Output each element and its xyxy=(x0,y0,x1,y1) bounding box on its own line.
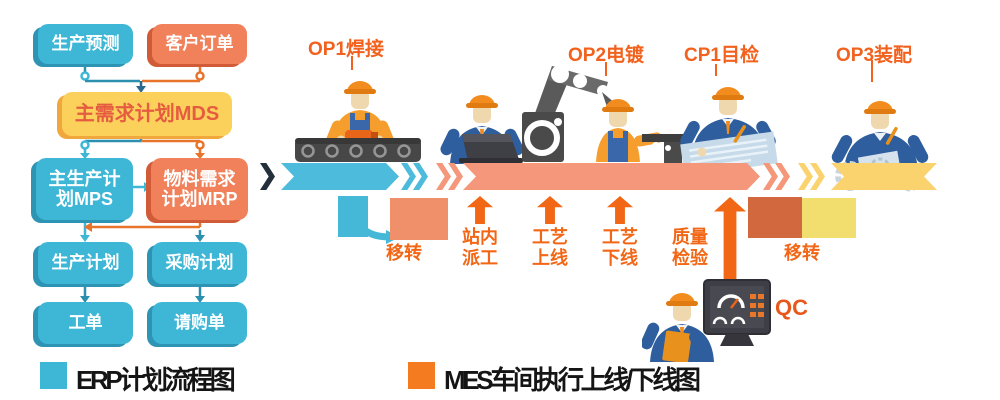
flowchart-node-mps: 主生产计划MPS xyxy=(36,158,133,220)
label-qc: QC xyxy=(775,295,808,320)
purchase-plan-label: 采购计划 xyxy=(165,253,234,272)
transfer-square-salmon xyxy=(390,198,448,240)
op1-welding-worker-illustration xyxy=(295,81,421,162)
flowchart-node-production-plan: 生产计划 xyxy=(38,242,133,284)
flowchart-node-order: 客户订单 xyxy=(152,24,247,64)
mps-label: 主生产计划MPS xyxy=(48,169,121,209)
transfer-square-yellow xyxy=(802,198,856,238)
label-process-online: 工艺上线 xyxy=(532,227,568,268)
legend-plan-swatch xyxy=(40,362,67,389)
band-execution xyxy=(463,163,760,190)
station-label-op2: OP2电镀 xyxy=(568,45,645,66)
purchase-requisition-label: 请购单 xyxy=(174,313,225,332)
legend-execution-swatch xyxy=(408,362,435,389)
flowchart-node-mds: 主需求计划MDS xyxy=(62,92,232,136)
order-label: 客户订单 xyxy=(165,34,234,53)
transfer-square-darkorange xyxy=(748,197,802,238)
flowchart-node-forecast: 生产预测 xyxy=(38,24,133,64)
dispatcher-worker-illustration xyxy=(440,95,524,164)
mrp-label: 物料需求计划MRP xyxy=(161,169,238,209)
op3-leader-line xyxy=(871,60,873,82)
forecast-label: 生产预测 xyxy=(51,34,120,53)
qc-worker-monitor-illustration xyxy=(642,279,771,362)
work-order-label: 工单 xyxy=(68,313,103,332)
op2-leader-line xyxy=(605,62,607,76)
flowchart-node-mrp: 物料需求计划MRP xyxy=(151,158,248,220)
station-label-op1: OP1焊接 xyxy=(308,39,385,60)
cp1-inspection-worker-illustration xyxy=(680,87,778,172)
station-label-cp1: CP1目检 xyxy=(684,45,759,66)
legend-execution-label: MES车间执行上线/下线图 xyxy=(444,365,701,395)
op1-leader-line xyxy=(351,56,353,70)
band-plan xyxy=(281,163,399,190)
op2-plating-robot-worker-illustration xyxy=(522,65,686,164)
production-plan-label: 生产计划 xyxy=(51,253,120,272)
label-transfer-out: 移转 xyxy=(784,243,820,263)
flowchart-node-work-order: 工单 xyxy=(38,302,133,344)
label-transfer-in: 移转 xyxy=(386,243,422,263)
label-process-offline: 工艺下线 xyxy=(602,227,638,268)
cp1-leader-line xyxy=(715,64,717,76)
label-quality-inspection: 质量检验 xyxy=(672,227,708,268)
label-station-dispatch: 站内派工 xyxy=(462,227,498,268)
flowchart-node-purchase-plan: 采购计划 xyxy=(152,242,247,284)
flowchart-node-purchase-requisition: 请购单 xyxy=(152,302,247,344)
station-label-op3: OP3装配 xyxy=(836,45,913,66)
band-assembly xyxy=(831,163,937,190)
mds-label: 主需求计划MDS xyxy=(74,103,220,125)
legend-plan-label: ERP计划流程图 xyxy=(76,365,236,395)
